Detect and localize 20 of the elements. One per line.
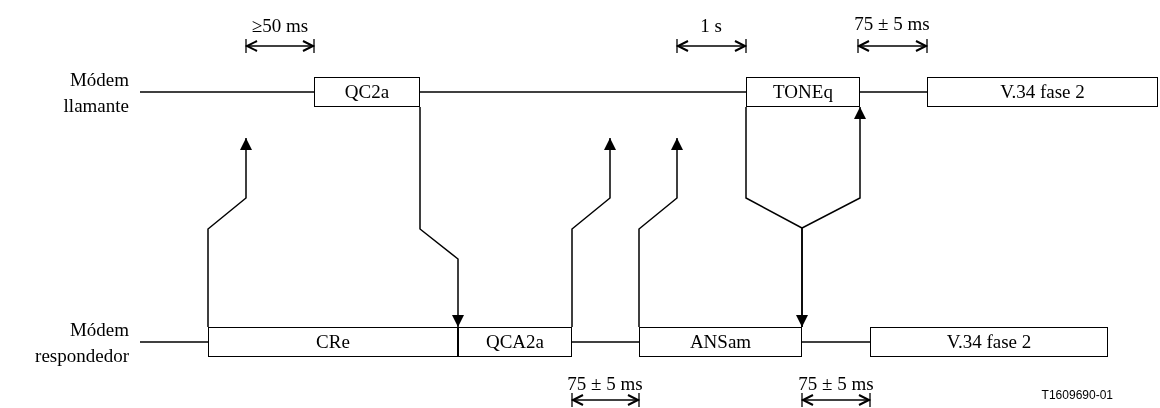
row-label: Módem llamante [62,68,129,118]
figure-id: T1609690-01 [1041,389,1113,401]
signal-box: ANSam [639,327,802,357]
signal-box: CRe [208,327,458,357]
signal-arrow [638,137,683,328]
signal-box: V.34 fase 2 [870,327,1108,357]
duration-label: ≥50 ms [251,16,309,35]
signal-arrow [419,106,464,328]
signal-arrow [571,137,616,328]
signal-box: TONEq [746,77,860,107]
duration-label: 1 s [700,16,722,35]
duration-label: 75 ± 5 ms [567,374,643,393]
row-label: Módem respondedor [34,318,129,368]
duration-label: 75 ± 5 ms [854,14,930,33]
duration-label: 75 ± 5 ms [798,374,874,393]
signal-box: V.34 fase 2 [927,77,1158,107]
signal-box: QCA2a [458,327,572,357]
signal-arrow [207,137,252,328]
signal-arrow [801,106,866,328]
signal-box: QC2a [314,77,420,107]
